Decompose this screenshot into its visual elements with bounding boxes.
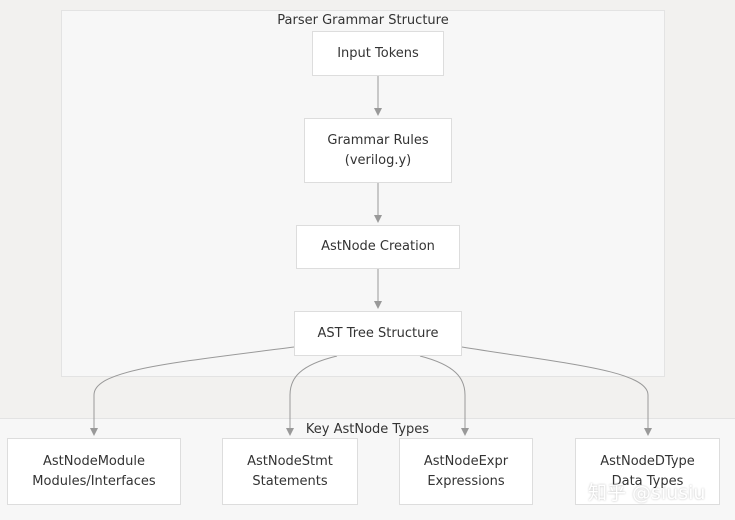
key-astnode-types-title: Key AstNode Types (305, 422, 430, 437)
node-astnode-stmt-label: AstNodeStmt (247, 453, 333, 469)
node-astnode-module-label: AstNodeModule (43, 453, 145, 469)
zhihu-watermark: 知乎 @siusiu (588, 482, 706, 504)
node-input-tokens: Input Tokens (312, 31, 444, 76)
edge-tree-to-dtype (461, 346, 652, 436)
edge-tree-to-expr (419, 355, 469, 436)
node-ast-tree-structure-label: AST Tree Structure (317, 325, 439, 341)
node-astnode-dtype-sublabel: Data Types (611, 473, 684, 489)
parser-grammar-title: Parser Grammar Structure (277, 13, 449, 28)
node-astnode-expr-sublabel: Expressions (427, 473, 505, 489)
node-input-tokens-label: Input Tokens (337, 45, 419, 61)
node-grammar-rules-sublabel: (verilog.y) (344, 152, 412, 168)
node-grammar-rules-label: Grammar Rules (327, 132, 429, 148)
node-astnode-stmt-sublabel: Statements (252, 473, 328, 489)
node-astnode-dtype: AstNodeDType Data Types (575, 438, 720, 505)
node-astnode-module-sublabel: Modules/Interfaces (32, 473, 156, 489)
node-grammar-rules: Grammar Rules (verilog.y) (304, 118, 452, 183)
node-astnode-expr: AstNodeExpr Expressions (399, 438, 533, 505)
node-astnode-creation-label: AstNode Creation (321, 239, 435, 254)
node-astnode-creation: AstNode Creation (296, 225, 460, 269)
edge-tree-to-stmt (286, 355, 338, 436)
node-astnode-stmt: AstNodeStmt Statements (222, 438, 358, 505)
edge-tree-to-module (90, 346, 295, 436)
node-astnode-expr-label: AstNodeExpr (423, 453, 509, 469)
node-ast-tree-structure: AST Tree Structure (294, 311, 462, 356)
node-astnode-dtype-label: AstNodeDType (600, 453, 695, 469)
node-astnode-module: AstNodeModule Modules/Interfaces (7, 438, 181, 505)
